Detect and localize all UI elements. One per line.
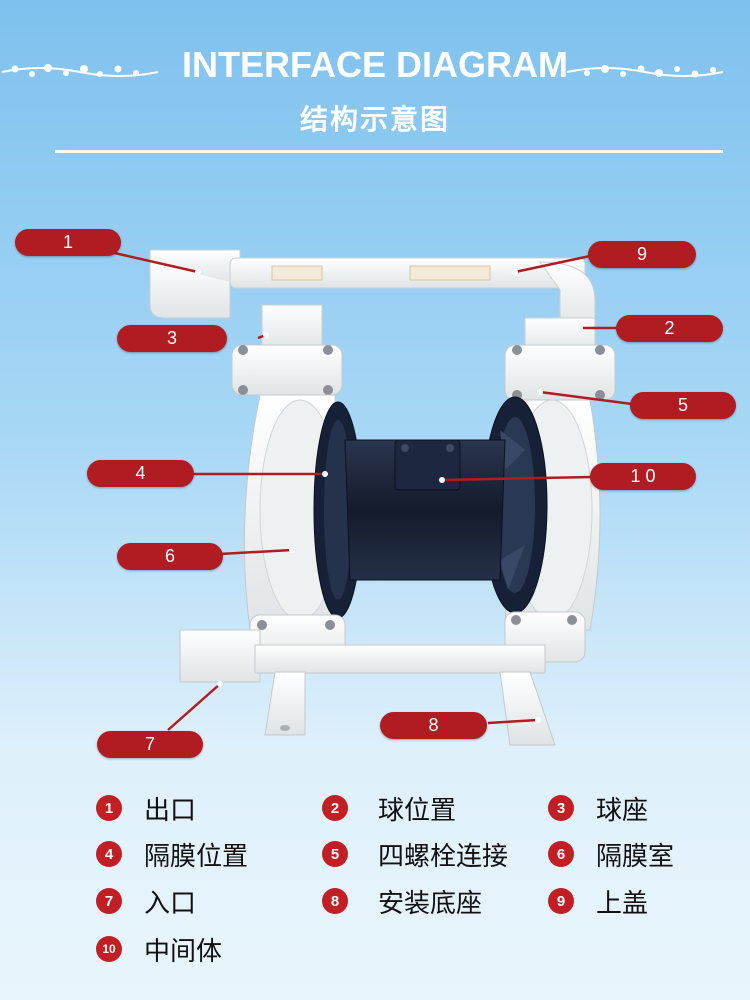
diaphragm-pump-illustration bbox=[109, 249, 633, 746]
left-valve-block bbox=[231, 344, 343, 396]
legend-item: 3 球座 bbox=[548, 792, 649, 826]
legend-number-badge: 5 bbox=[322, 841, 348, 867]
legend-number-badge: 8 bbox=[322, 888, 348, 914]
legend-number-badge: 9 bbox=[548, 888, 574, 914]
floral-vine-left-decoration bbox=[1, 64, 159, 77]
legend-item: 10 中间体 bbox=[96, 933, 223, 967]
legend-label: 安装底座 bbox=[378, 888, 483, 919]
callout-4: 4 bbox=[87, 460, 194, 487]
mounting-base bbox=[264, 671, 556, 746]
callout-3: 3 bbox=[117, 325, 227, 352]
legend-number-badge: 3 bbox=[548, 795, 574, 821]
legend-label: 入口 bbox=[144, 888, 197, 919]
outlet-manifold bbox=[149, 249, 596, 331]
legend-number-badge: 2 bbox=[322, 795, 348, 821]
legend-label: 球座 bbox=[596, 795, 649, 826]
callout-10: 1 0 bbox=[590, 463, 696, 490]
legend-number-badge: 6 bbox=[548, 841, 574, 867]
leader-line-5 bbox=[539, 390, 633, 406]
leader-line-10 bbox=[441, 475, 593, 482]
center-body bbox=[344, 439, 506, 581]
legend-number-badge: 7 bbox=[96, 888, 122, 914]
legend-label: 隔膜位置 bbox=[144, 841, 249, 872]
page-title: INTERFACE DIAGRAM bbox=[182, 44, 568, 85]
left-diaphragm-chamber bbox=[243, 394, 341, 631]
legend-number-badge: 4 bbox=[96, 841, 122, 867]
legend-item: 7 入口 bbox=[96, 885, 197, 919]
legend-label: 中间体 bbox=[144, 936, 223, 967]
leader-line-9 bbox=[514, 254, 591, 274]
legend-item: 6 隔膜室 bbox=[548, 838, 675, 872]
legend-item: 9 上盖 bbox=[548, 885, 649, 919]
legend-number-badge: 1 bbox=[96, 795, 122, 821]
legend-item: 8 安装底座 bbox=[322, 885, 483, 919]
inlet-manifold bbox=[179, 629, 546, 683]
legend-item: 4 隔膜位置 bbox=[96, 838, 249, 872]
legend-item: 5 四螺栓连接 bbox=[322, 838, 509, 872]
legend-label: 四螺栓连接 bbox=[378, 841, 509, 872]
legend-label: 隔膜室 bbox=[596, 841, 675, 872]
callout-2: 2 bbox=[616, 315, 723, 342]
leader-line-7 bbox=[167, 683, 221, 731]
callout-7: 7 bbox=[97, 731, 203, 758]
leader-line-6 bbox=[219, 548, 293, 556]
legend-item: 2 球位置 bbox=[322, 792, 457, 826]
leader-line-8 bbox=[487, 718, 539, 725]
legend-label: 上盖 bbox=[596, 888, 649, 919]
leader-endpoints bbox=[195, 269, 583, 723]
callout-5: 5 bbox=[630, 392, 736, 419]
callout-6: 6 bbox=[117, 543, 223, 570]
page-subtitle: 结构示意图 bbox=[299, 103, 450, 136]
legend-item: 1 出口 bbox=[96, 792, 197, 826]
callout-8: 8 bbox=[380, 712, 487, 739]
title-divider bbox=[55, 150, 723, 153]
floral-vine-right-decoration bbox=[566, 65, 724, 78]
right-valve-block bbox=[504, 344, 616, 401]
leader-line-1 bbox=[109, 250, 199, 274]
leader-lines bbox=[109, 250, 633, 731]
callout-9: 9 bbox=[588, 241, 696, 268]
callout-1: 1 bbox=[15, 229, 121, 256]
legend-number-badge: 10 bbox=[96, 936, 122, 962]
legend-label: 球位置 bbox=[378, 795, 457, 826]
legend-label: 出口 bbox=[144, 795, 197, 826]
